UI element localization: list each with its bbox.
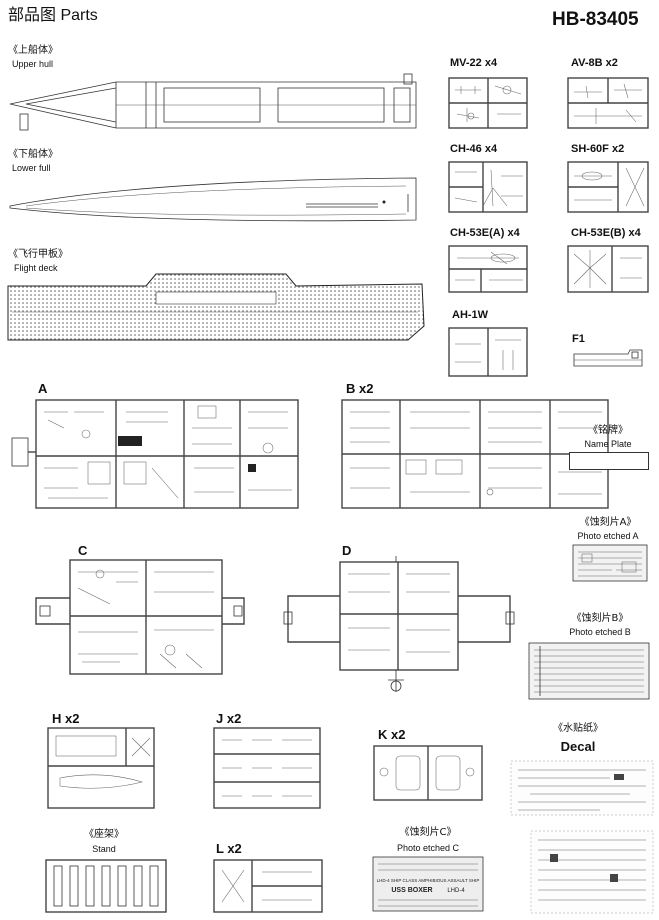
ch46-label: CH-46 x4 (450, 143, 498, 155)
sprue-l-label: L x2 (216, 841, 242, 856)
pe-c-line3: LHD-4 (447, 888, 465, 894)
sprue-k-frame (373, 745, 483, 801)
stand-frame (45, 859, 167, 913)
lower-hull-en-label: Lower full (12, 163, 51, 173)
photo-etched-a-sheet (572, 544, 648, 582)
pe-c-line2: USS BOXER (391, 887, 432, 894)
stand-cn-label: 《座架》 (84, 829, 124, 840)
f1-part (573, 349, 643, 367)
product-code: HB-83405 (552, 9, 639, 30)
ch46-sprue (448, 161, 528, 213)
sprue-a-frame (11, 399, 299, 509)
decal-cn-label: 《水贴纸》 (553, 723, 603, 734)
av8b-label: AV-8B x2 (571, 57, 618, 69)
decal-sheet-2 (530, 830, 654, 914)
ch53eb-sprue (567, 245, 649, 293)
name-plate-en-label: Name Plate (584, 439, 632, 449)
upper-hull-en-label: Upper hull (12, 59, 54, 69)
lower-hull-cn-label: 《下船体》 (8, 149, 58, 160)
f1-label: F1 (572, 333, 585, 345)
flight-deck-drawing (7, 273, 425, 341)
sprue-d-frame (283, 556, 515, 692)
photo-etched-c-en-label: Photo etched C (396, 843, 460, 853)
photo-etched-b-en-label: Photo etched B (569, 627, 631, 637)
name-plate-cn-label: 《铭牌》 (588, 425, 628, 436)
sprue-a-label: A (38, 381, 48, 396)
sprue-c-label: C (78, 543, 88, 558)
mv22-label: MV-22 x4 (450, 57, 498, 69)
sh60f-sprue (567, 161, 649, 213)
ah1w-sprue (448, 327, 528, 377)
sprue-d-label: D (342, 543, 352, 558)
sprue-h-frame (47, 727, 155, 809)
photo-etched-b-sheet (528, 642, 650, 700)
sprue-j-frame (213, 727, 321, 809)
pe-c-line1: LHD-4 SHIP CLASS AMPHIBIOUS ASSAULT SHIP (377, 878, 480, 883)
photo-etched-a-cn-label: 《蚀刻片A》 (579, 517, 637, 528)
ah1w-label: AH-1W (452, 309, 489, 321)
flight-deck-en-label: Flight deck (14, 263, 58, 273)
lower-hull-drawing (9, 177, 417, 222)
sprue-l-frame (213, 859, 323, 913)
ch53ea-sprue (448, 245, 528, 293)
photo-etched-b-cn-label: 《蚀刻片B》 (571, 613, 629, 624)
name-plate-outline (569, 452, 649, 470)
page-title: 部品图 Parts (8, 7, 98, 24)
sprue-j-label: J x2 (216, 711, 242, 726)
sh60f-label: SH-60F x2 (571, 143, 625, 155)
sprue-c-frame (35, 559, 245, 675)
decal-en-label: Decal (560, 739, 596, 754)
flight-deck-cn-label: 《飞行甲板》 (8, 249, 68, 260)
ch53eb-label: CH-53E(B) x4 (571, 227, 641, 239)
upper-hull-cn-label: 《上船体》 (8, 45, 58, 56)
decal-sheet-1 (510, 760, 654, 816)
stand-en-label: Stand (92, 844, 116, 854)
ch53ea-label: CH-53E(A) x4 (450, 227, 520, 239)
sprue-b-label: B x2 (346, 381, 374, 396)
av8b-sprue (567, 77, 649, 129)
sprue-h-label: H x2 (52, 711, 80, 726)
upper-hull-drawing (9, 73, 417, 131)
photo-etched-c-cn-label: 《蚀刻片C》 (399, 827, 457, 838)
photo-etched-c-sheet: LHD-4 SHIP CLASS AMPHIBIOUS ASSAULT SHIP… (372, 856, 484, 912)
photo-etched-a-en-label: Photo etched A (577, 531, 639, 541)
sprue-k-label: K x2 (378, 727, 406, 742)
sprue-b-frame (341, 399, 609, 509)
mv22-sprue (448, 77, 528, 129)
